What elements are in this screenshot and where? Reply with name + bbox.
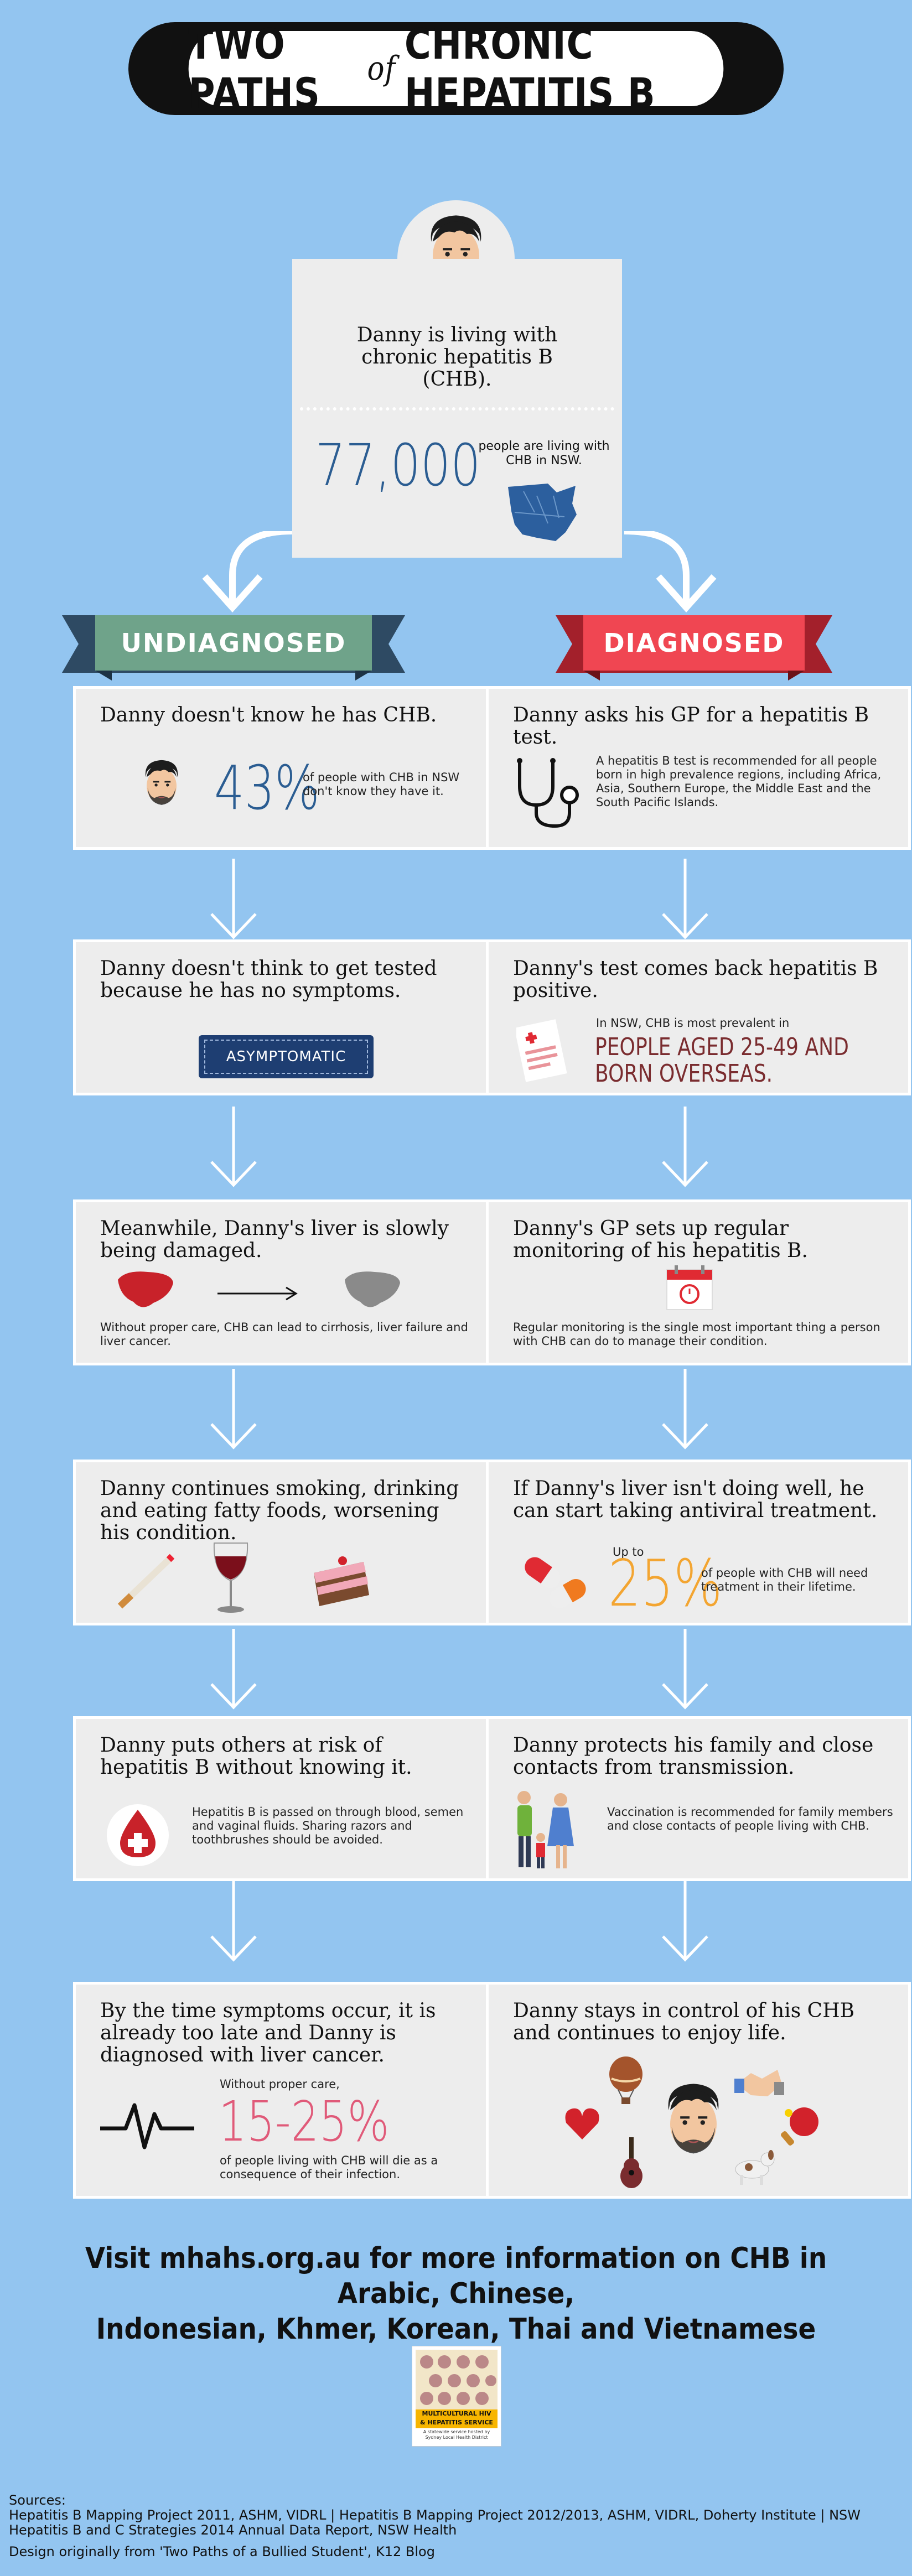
sources-line-1: Hepatitis B Mapping Project 2011, ASHM, … [9, 2507, 861, 2523]
left-p6-head: By the time symptoms occur, it is alread… [100, 1999, 436, 2066]
design-credit: Design originally from 'Two Paths of a B… [9, 2544, 435, 2559]
right-p4-head: If Danny's liver isn't doing well, he ca… [513, 1477, 878, 1522]
right-p4-desc: of people with CHB will need treatment i… [701, 1566, 868, 1593]
ping-pong-icon [781, 2107, 818, 2146]
right-panel-5: Danny protects his family and close cont… [486, 1716, 911, 1881]
hot-air-balloon-icon [609, 2056, 642, 2104]
right-p4-stat: 25% [608, 1546, 723, 1621]
cake-icon [314, 1556, 369, 1606]
left-panel-4: Danny continues smoking, drinking and ea… [73, 1460, 498, 1625]
left-panel-3: Meanwhile, Danny's liver is slowly being… [73, 1199, 498, 1365]
right-panel-2: Danny's test comes back hepatitis B posi… [486, 939, 911, 1095]
right-p1-head: Danny asks his GP for a hepatitis B test… [513, 704, 869, 749]
ticket-label: ASYMPTOMATIC [226, 1048, 346, 1065]
visit-message: Visit mhahs.org.au for more information … [45, 2241, 866, 2347]
logo-faces-graphic [416, 2350, 498, 2411]
visit-line-1: Visit mhahs.org.au for more information … [85, 2242, 827, 2310]
healthy-liver-icon [118, 1271, 173, 1307]
left-p2-head: Danny doesn't think to get tested becaus… [100, 957, 437, 1002]
left-p5-desc: Hepatitis B is passed on through blood, … [192, 1805, 464, 1846]
handshake-icon [734, 2070, 784, 2096]
left-p6-stat: 15-25% [219, 2089, 390, 2154]
left-p1-stat: 43% [214, 752, 320, 823]
right-p2-pre: In NSW, CHB is most prevalent in [596, 1016, 790, 1030]
visit-line-2: Indonesian, Khmer, Korean, Thai and Viet… [96, 2313, 816, 2346]
title-part2: CHRONIC HEPATITIS B [404, 19, 656, 118]
intro-text: Danny is living with chronic hepatitis B… [356, 324, 558, 391]
undiagnosed-label: UNDIAGNOSED [121, 628, 346, 658]
blood-drop-icon [107, 1804, 169, 1866]
danny-icon [137, 755, 186, 819]
heart-icon [565, 2108, 599, 2139]
left-panel-5: Danny puts others at risk of hepatitis B… [73, 1716, 498, 1881]
right-p4-pre: Up to [613, 1545, 644, 1559]
left-panel-6: By the time symptoms occur, it is alread… [73, 1982, 498, 2199]
left-p1-desc: of people with CHB in NSW don't know the… [303, 771, 460, 798]
mhahs-logo[interactable]: MULTICULTURAL HIV & HEPATITIS SERVICE A … [412, 2346, 501, 2447]
left-panel-1: Danny doesn't know he has CHB. 43% of pe… [73, 686, 498, 850]
pills-icon [525, 1557, 586, 1608]
left-p3-head: Meanwhile, Danny's liver is slowly being… [100, 1217, 449, 1262]
logo-subtitle: A statewide service hosted by Sydney Loc… [423, 2429, 490, 2440]
intro-stat-desc: people are living with CHB in NSW. [478, 439, 610, 468]
sources: Sources: Hepatitis B Mapping Project 201… [9, 2493, 861, 2559]
left-p1-head: Danny doesn't know he has CHB. [100, 704, 437, 726]
left-p4-head: Danny continues smoking, drinking and ea… [100, 1477, 459, 1544]
right-p2-stat: PEOPLE AGED 25-49 AND BORN OVERSEAS. [595, 1033, 849, 1088]
page-title: TWO PATHS of CHRONIC HEPATITIS B [188, 19, 724, 118]
diagnosed-ribbon-shape [556, 615, 832, 681]
diagnosed-label: DIAGNOSED [603, 628, 785, 658]
intro-card: Danny is living with chronic hepatitis B… [292, 259, 622, 558]
right-panel-3: Danny's GP sets up regular monitoring of… [486, 1199, 911, 1365]
heartbeat-icon [100, 2103, 194, 2149]
title-of: of [367, 49, 396, 88]
dog-icon [735, 2150, 775, 2185]
right-p3-head: Danny's GP sets up regular monitoring of… [513, 1217, 808, 1262]
arrow-right-icon [217, 1286, 298, 1301]
right-p3-desc: Regular monitoring is the single most im… [513, 1321, 880, 1348]
right-panel-4: If Danny's liver isn't doing well, he ca… [486, 1460, 911, 1625]
damaged-liver-icon [345, 1271, 400, 1307]
nsw-map-icon [508, 484, 577, 541]
right-panel-1: Danny asks his GP for a hepatitis B test… [486, 686, 911, 850]
guitar-icon [620, 2137, 642, 2188]
sources-label: Sources: [9, 2492, 66, 2508]
split-arrows [202, 531, 717, 613]
right-p1-desc: A hepatitis B test is recommended for al… [596, 754, 882, 809]
right-p6-head: Danny stays in control of his CHB and co… [513, 1999, 855, 2044]
logo-name: MULTICULTURAL HIV & HEPATITIS SERVICE [416, 2409, 498, 2428]
cigarette-icon [117, 1554, 175, 1609]
test-report-icon [516, 1019, 567, 1082]
danny-happy-icon [655, 2079, 732, 2173]
calendar-icon [666, 1265, 713, 1310]
right-p2-head: Danny's test comes back hepatitis B posi… [513, 957, 878, 1002]
dotted-separator [300, 407, 614, 411]
stethoscope-icon [517, 758, 579, 828]
asymptomatic-ticket: ASYMPTOMATIC [199, 1035, 374, 1078]
family-icon [517, 1791, 574, 1868]
intro-stat: 77,000 [315, 432, 481, 499]
left-panel-2: Danny doesn't think to get tested becaus… [73, 939, 498, 1095]
right-p5-desc: Vaccination is recommended for family me… [607, 1805, 893, 1832]
left-p6-pre: Without proper care, [220, 2078, 340, 2091]
wine-glass-icon [213, 1543, 248, 1613]
right-panel-6: Danny stays in control of his CHB and co… [486, 1982, 911, 2199]
undiagnosed-ribbon-shape [62, 615, 405, 681]
left-p5-head: Danny puts others at risk of hepatitis B… [100, 1734, 412, 1779]
title-part1: TWO PATHS [188, 19, 320, 118]
right-p5-head: Danny protects his family and close cont… [513, 1734, 874, 1779]
left-p6-desc: of people living with CHB will die as a … [220, 2154, 438, 2181]
sources-line-2: Hepatitis B and C Strategies 2014 Annual… [9, 2522, 457, 2538]
left-p3-desc: Without proper care, CHB can lead to cir… [100, 1321, 468, 1348]
